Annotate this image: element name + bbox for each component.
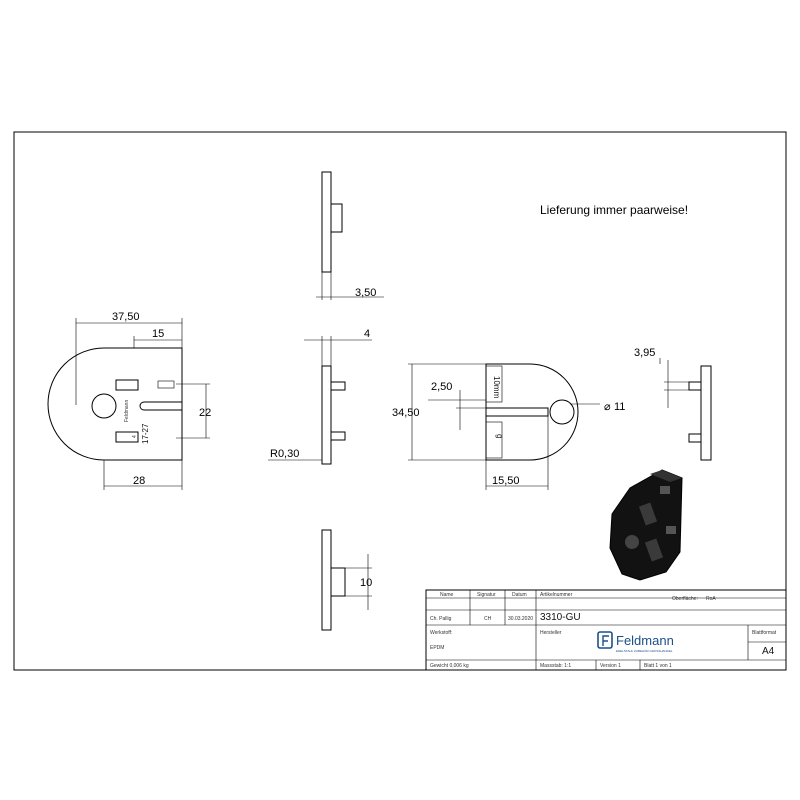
rear-upper-pad: [485, 365, 503, 403]
tb-header-werkstoff: Werkstoff:: [430, 630, 452, 636]
top-view: 3,50: [316, 171, 384, 300]
tb-header-name: Name: [440, 592, 454, 598]
engraving-range: 17-27: [141, 423, 150, 444]
engraving-brand: Feldmann: [124, 400, 130, 422]
rear-view: 10mm g 34,50 2,50 15,50 ⌀ 11: [392, 363, 625, 490]
feldmann-logo: Feldmann EDELSTAHL ZUBEHÖR GROSSHANDEL: [597, 631, 674, 653]
rear-lower-pad: [485, 421, 503, 459]
bottom-plate: [321, 529, 332, 631]
title-block: Name Signatur Datum Ch. Pallig CH 30.03.…: [425, 589, 787, 671]
dim-bottom-width: 28: [133, 475, 145, 487]
side-plate: [321, 365, 332, 465]
isometric-render: [609, 469, 683, 581]
front-dimensions: 37,50 15 22 28: [75, 311, 211, 490]
render-hole: [625, 535, 639, 549]
bottom-view: 10: [321, 529, 372, 631]
hole-diameter-symbol: ⌀: [604, 401, 611, 413]
dim-pin: 10: [360, 577, 372, 589]
tb-massstab: Massstab: 1:1: [540, 663, 571, 669]
dim-width-total: 37,50: [112, 311, 140, 323]
engraving-four: 4: [132, 435, 138, 438]
bottom-pin: [330, 567, 346, 597]
tb-header-oberflaeche: Oberfläche:: [672, 596, 698, 602]
tb-werkstoff: EPDM: [430, 645, 444, 651]
lower-pad: [115, 431, 139, 443]
engraving-01: [157, 380, 175, 389]
logo-tagline: EDELSTAHL ZUBEHÖR GROSSHANDEL: [616, 649, 673, 653]
tb-header-artikel: Artikelnummer: [540, 592, 573, 598]
engraving-10mm: 10mm: [492, 376, 501, 399]
tb-format: A4: [762, 646, 775, 657]
dim-radius: R0,30: [270, 448, 299, 460]
tb-initials: CH: [484, 616, 492, 622]
render-pin-lower: [666, 526, 676, 534]
tb-drawer: Ch. Pallig: [430, 616, 452, 622]
right-side-view: 3,95: [634, 347, 712, 461]
side-pin-top: [330, 381, 346, 391]
tb-oberflaeche: RoA: [706, 596, 716, 602]
dim-thickness: 4: [364, 328, 370, 340]
render-pad-upper: [638, 502, 658, 526]
rear-slot: [486, 407, 549, 417]
dim-thickness-top: 3,50: [355, 287, 376, 299]
side-view: 4 R0,30: [268, 328, 372, 465]
delivery-note: Lieferung immer paarweise!: [540, 203, 688, 217]
dim-slot-offset: 15: [152, 328, 164, 340]
upper-pad: [115, 379, 139, 391]
tb-header-signatur: Signatur: [477, 592, 496, 598]
dim-height: 34,50: [392, 407, 420, 419]
tb-header-blattformat: Blattformat: [752, 630, 777, 636]
tb-header-datum: Datum: [512, 592, 527, 598]
dim-ridge: 3,95: [634, 347, 655, 359]
right-pin-bottom: [688, 433, 702, 443]
top-plate: [321, 171, 332, 273]
front-view: 17-27 4 Feldmann: [47, 347, 183, 461]
tb-version: Version 1: [600, 663, 621, 669]
tb-date: 30.03.2020: [508, 616, 533, 622]
rear-hole: [549, 399, 575, 425]
front-plate-outline: [47, 347, 183, 461]
dim-hole-diameter: 11: [614, 401, 625, 413]
tb-blatt: Blatt 1 von 1: [644, 663, 672, 669]
dim-slot-pos: 15,50: [492, 475, 520, 487]
tb-weight: Gewicht 0,006 kg: [430, 663, 469, 669]
engraving-g: g: [495, 434, 504, 438]
render-top-face: [650, 470, 682, 482]
right-plate: [700, 365, 712, 461]
render-pad-lower: [644, 538, 664, 562]
logo-wordmark: Feldmann: [616, 633, 674, 648]
dim-slot-spacing: 22: [199, 407, 211, 419]
tb-header-hersteller: Hersteller: [540, 630, 562, 636]
right-pin-top: [688, 381, 702, 391]
render-pin-upper: [660, 486, 670, 494]
tb-article-number: 3310-GU: [540, 612, 581, 623]
top-ridge: [330, 203, 343, 233]
dim-slot-width: 2,50: [431, 381, 452, 393]
mounting-hole: [91, 393, 117, 419]
drawing-border: [13, 131, 787, 671]
side-pin-bottom: [330, 431, 346, 441]
center-slot: [139, 401, 182, 411]
